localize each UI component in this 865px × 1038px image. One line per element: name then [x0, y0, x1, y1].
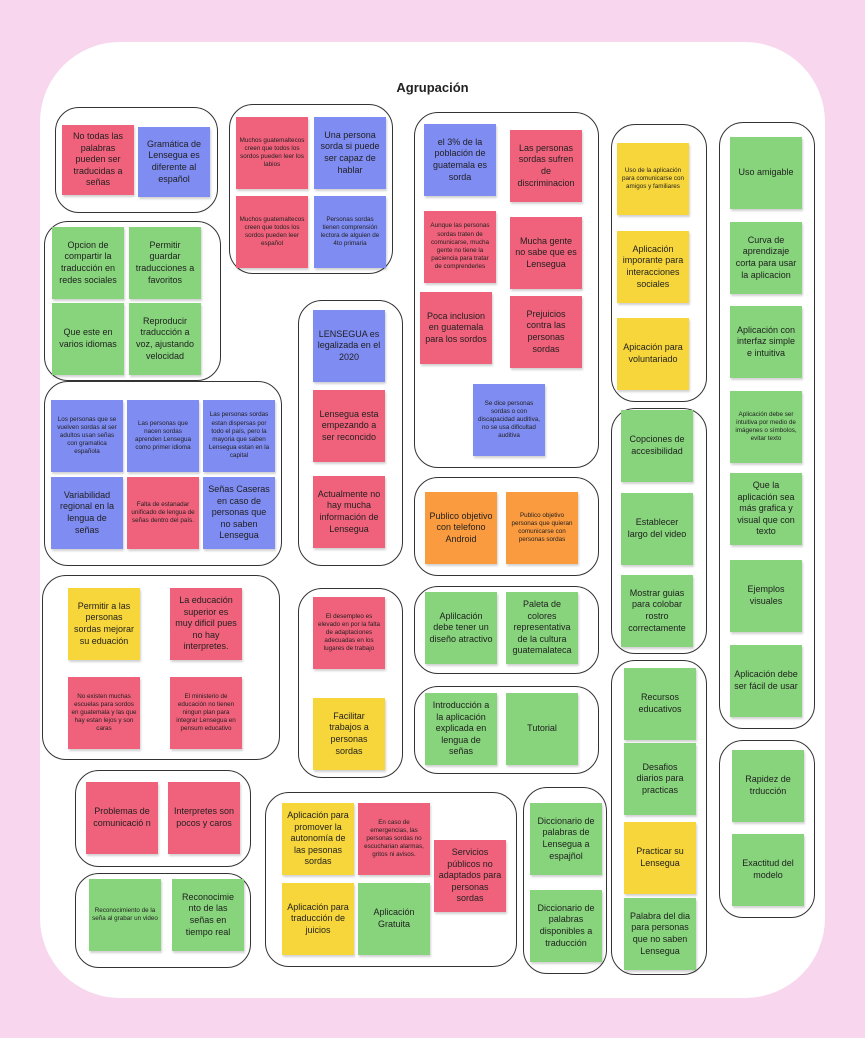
sticky-note[interactable]: Introducción a la aplicación explicada e…	[425, 693, 497, 765]
sticky-note[interactable]: Facilitar trabajos a personas sordas	[313, 698, 385, 770]
sticky-note[interactable]: Rapidez de trducción	[732, 750, 804, 822]
sticky-note[interactable]: Poca inclusion en guatemala para los sor…	[420, 292, 492, 364]
sticky-note[interactable]: Aplilcación debe tener un diseño atracti…	[425, 592, 497, 664]
sticky-note[interactable]: Mostrar guias para colobar rostro correc…	[621, 575, 693, 647]
sticky-note[interactable]: Interpretes son pocos y caros	[168, 782, 240, 854]
group-frame	[611, 660, 707, 975]
group-frame	[611, 408, 707, 654]
sticky-note[interactable]: Lensegua esta empezando a ser reconcido	[313, 390, 385, 462]
sticky-note[interactable]: Se dice personas sordas o con discapacid…	[473, 384, 545, 456]
group-frame	[414, 686, 599, 774]
sticky-note[interactable]: Permitir guardar traducciones a favorito…	[129, 227, 201, 299]
group-frame	[44, 221, 221, 381]
group-frame	[414, 586, 599, 674]
sticky-note[interactable]: En caso de emergencias, las personas sor…	[358, 803, 430, 875]
sticky-note[interactable]: Aplicación para traducción de juicios	[282, 883, 354, 955]
sticky-note[interactable]: Mucha gente no sabe que es Lensegua	[510, 217, 582, 289]
sticky-note[interactable]: Reconocimiento de la seña al grabar un v…	[89, 879, 161, 951]
sticky-note[interactable]: Que este en varios idiomas	[52, 303, 124, 375]
sticky-note[interactable]: Paleta de colores representativa de la c…	[506, 592, 578, 664]
sticky-note[interactable]: Ejemplos visuales	[730, 560, 802, 632]
sticky-note[interactable]: el 3% de la población de guatemala es so…	[424, 124, 496, 196]
group-frame	[75, 770, 251, 867]
board-title: Agrupación	[396, 80, 469, 95]
sticky-note[interactable]: Una persona sorda si puede ser capaz de …	[314, 117, 386, 189]
sticky-note[interactable]: El ministerio de educación no tienen nin…	[170, 677, 242, 749]
sticky-note[interactable]: Falta de estanadar unificado de lengua d…	[127, 477, 199, 549]
sticky-note[interactable]: Exactitud del modelo	[732, 834, 804, 906]
sticky-note[interactable]: Variabilidad regional en la lengua de se…	[51, 477, 123, 549]
group-frame	[719, 122, 815, 729]
sticky-note[interactable]: Recursos educativos	[624, 668, 696, 740]
sticky-note[interactable]: Aunque las personas sordas traten de com…	[424, 211, 496, 283]
sticky-note[interactable]: Uso amigable	[730, 137, 802, 209]
sticky-note[interactable]: Las personas que nacen sordas aprenden L…	[127, 400, 199, 472]
sticky-note[interactable]: Opcion de compartir la traducción en red…	[52, 227, 124, 299]
sticky-note[interactable]: Uso de la aplicación para comunicarse co…	[617, 143, 689, 215]
group-frame	[42, 575, 280, 760]
sticky-note[interactable]: Tutorial	[506, 693, 578, 765]
group-frame	[414, 477, 599, 576]
sticky-note[interactable]: Reproducir traducción a voz, ajustando v…	[129, 303, 201, 375]
sticky-note[interactable]: Palabra del dia para personas que no sab…	[624, 898, 696, 970]
sticky-note[interactable]: Los personas que se vuelven sordas al se…	[51, 400, 123, 472]
sticky-note[interactable]: Desafios diarios para practicas	[624, 743, 696, 815]
sticky-note[interactable]: Aplicación debe ser intuitiva por medio …	[730, 391, 802, 463]
sticky-note[interactable]: LENSEGUA es legalizada en el 2020	[313, 310, 385, 382]
sticky-note[interactable]: Establecer largo del video	[621, 493, 693, 565]
sticky-note[interactable]: Aplicación con interfaz simple e intuiti…	[730, 306, 802, 378]
group-frame	[55, 107, 218, 213]
sticky-note[interactable]: Copciones de accesibilidad	[621, 410, 693, 482]
sticky-note[interactable]: Servicios públicos no adaptados para per…	[434, 840, 506, 912]
sticky-note[interactable]: Muchos guatemaltecos creen que todos los…	[236, 117, 308, 189]
sticky-note[interactable]: La educación superior es muy dificil pue…	[170, 588, 242, 660]
group-frame	[44, 381, 282, 566]
sticky-note[interactable]: Señas Caseras en caso de personas que no…	[203, 477, 275, 549]
sticky-note[interactable]: No existen muchas escuelas para sordos e…	[68, 677, 140, 749]
group-frame	[611, 124, 707, 402]
sticky-note[interactable]: Actualmente no hay mucha información de …	[313, 476, 385, 548]
group-frame	[298, 300, 403, 566]
sticky-note[interactable]: Aplicación para promover la autonomía de…	[282, 803, 354, 875]
sticky-note[interactable]: Gramática de Lensegua es diferente al es…	[138, 127, 210, 197]
sticky-note[interactable]: Aplicación debe ser fácil de usar	[730, 645, 802, 717]
group-frame	[229, 104, 393, 274]
sticky-note[interactable]: Prejuicios contra las personas sordas	[510, 296, 582, 368]
sticky-note[interactable]: Curva de aprendizaje corta para usar la …	[730, 222, 802, 294]
sticky-note[interactable]: Personas sordas tienen comprensión lecto…	[314, 196, 386, 268]
sticky-note[interactable]: No todas las palabras pueden ser traduci…	[62, 125, 134, 195]
sticky-note[interactable]: Practicar su Lensegua	[624, 822, 696, 894]
sticky-note[interactable]: Diccionario de palabras disponibles a tr…	[530, 890, 602, 962]
sticky-note[interactable]: Publico objetivo con telefono Android	[425, 492, 497, 564]
sticky-note[interactable]: Que la aplicación sea más grafica y visu…	[730, 473, 802, 545]
sticky-note[interactable]: Apicación para voluntariado	[617, 318, 689, 390]
group-frame	[414, 112, 599, 468]
group-frame	[298, 588, 403, 778]
group-frame	[265, 792, 517, 967]
sticky-note[interactable]: Muchos guatemaltecos creen que todos los…	[236, 196, 308, 268]
sticky-note[interactable]: Problemas de comunicació n	[86, 782, 158, 854]
sticky-note[interactable]: El desempleo es elevado en por la falta …	[313, 597, 385, 669]
sticky-note[interactable]: Permitir a las personas sordas mejorar s…	[68, 588, 140, 660]
group-frame	[75, 873, 251, 968]
sticky-note[interactable]: Reconocimie nto de las señas en tiempo r…	[172, 879, 244, 951]
sticky-note[interactable]: Aplicación Gratuita	[358, 883, 430, 955]
sticky-note[interactable]: Las personas sordas estan dispersas por …	[203, 400, 275, 472]
sticky-note[interactable]: Las personas sordas sufren de discrimina…	[510, 130, 582, 202]
sticky-note[interactable]: Publico objetivo personas que quieran co…	[506, 492, 578, 564]
sticky-note[interactable]: Aplicación imporante para interacciones …	[617, 231, 689, 303]
group-frame	[719, 740, 815, 918]
group-frame	[523, 787, 607, 974]
sticky-note[interactable]: Diccionario de palabras de Lenseguа a es…	[530, 803, 602, 875]
